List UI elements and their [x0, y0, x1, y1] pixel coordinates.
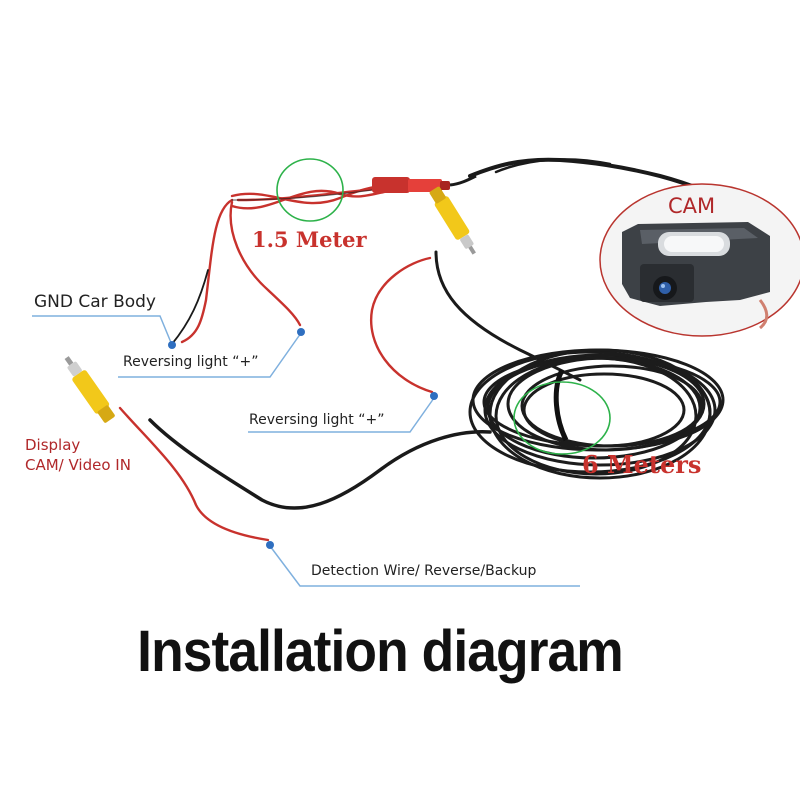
gnd-label: GND Car Body: [34, 292, 156, 312]
ground-wire: [171, 269, 209, 345]
highlight-circles: [276, 158, 611, 455]
reversing-light-1-leader: [118, 332, 302, 378]
pointer-dots: [168, 328, 438, 549]
reversing-light-2-dot: [430, 392, 438, 400]
yellow-rca-upper: [429, 186, 476, 255]
camera-inset: [599, 183, 800, 337]
detection-wire-label: Detection Wire/ Reverse/Backup: [311, 563, 537, 579]
red-wire-mid-branch: [229, 200, 302, 327]
camera-unit-icon: [622, 222, 770, 330]
yellow-rca-display: [64, 356, 115, 423]
label-leaders: [32, 315, 580, 587]
long-cable-length: 6 Meters: [582, 450, 702, 479]
detection-leader: [269, 545, 580, 587]
camera-label: CAM: [668, 194, 716, 218]
reversing-light-label-1: Reversing light “+”: [123, 354, 259, 370]
coiled-cable: [468, 348, 725, 480]
display-label-line2: CAM/ Video IN: [25, 456, 131, 474]
coil-binding: [553, 368, 569, 442]
diagram-title: Installation diagram: [137, 619, 624, 684]
red-wire-right-branch: [369, 256, 434, 394]
reversing-light-label-2: Reversing light “+”: [249, 412, 385, 428]
gnd-dot: [168, 341, 176, 349]
detection-dot: [266, 541, 274, 549]
coil-highlight: [513, 381, 611, 455]
red-power-plug: [372, 174, 477, 193]
display-label-line1: Display: [25, 436, 81, 454]
reversing-light-2-leader: [248, 397, 435, 433]
camera-cable-top-2: [494, 158, 612, 174]
short-cable-length: 1.5 Meter: [252, 227, 367, 252]
red-wire-left-branch: [180, 198, 234, 344]
gnd-leader: [32, 315, 173, 346]
short-cable-highlight: [276, 158, 344, 222]
red-wire-detection-branch: [118, 406, 270, 542]
reversing-light-1-dot: [297, 328, 305, 336]
detection-wire-black: [148, 418, 492, 510]
